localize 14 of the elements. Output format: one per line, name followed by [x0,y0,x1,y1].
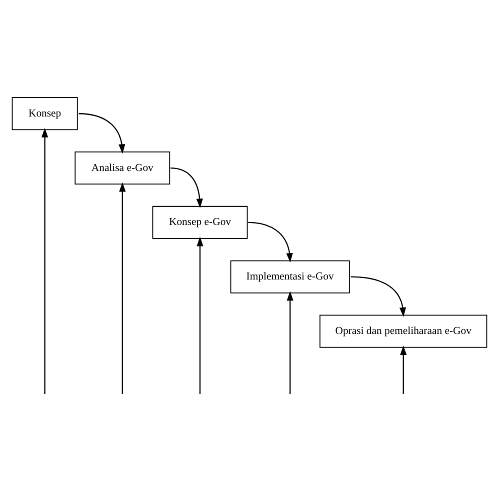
node-box: Konsep [12,97,78,130]
arrow [170,167,203,208]
node-box: Implementasi e-Gov [230,260,350,294]
arrow [400,346,407,393]
node-box: Oprasi dan pemeliharaan e-Gov [320,314,488,348]
arrow [248,222,293,263]
arrow [286,291,294,393]
arrow [119,182,126,393]
arrow [350,276,406,317]
arrow [78,113,126,154]
node-box: Konsep e-Gov [152,206,248,239]
node-box: Analisa e-Gov [74,152,170,185]
arrow [196,236,204,393]
arrow [42,128,48,393]
